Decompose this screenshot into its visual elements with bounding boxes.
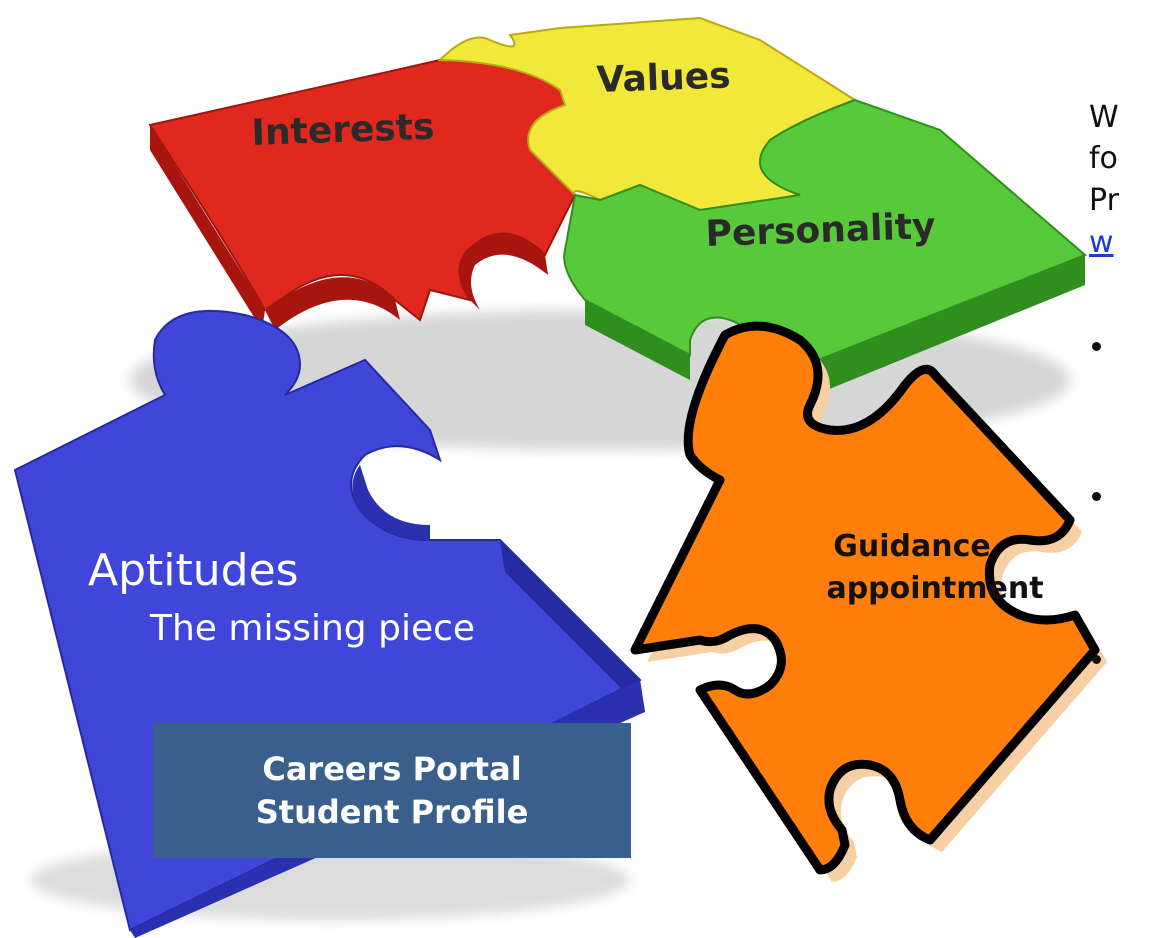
side-text-line2: fo — [1089, 141, 1118, 176]
portal-box-line2: Student Profile — [255, 792, 529, 831]
careers-portal-box: Careers Portal Student Profile — [153, 723, 631, 858]
guidance-piece — [630, 321, 1107, 883]
guidance-label-line1: Guidance — [833, 529, 990, 564]
interests-piece — [148, 58, 577, 330]
bullet-2 — [1092, 492, 1101, 501]
values-label: Values — [596, 55, 731, 101]
aptitudes-label: Aptitudes — [88, 545, 299, 596]
missing-piece-label: The missing piece — [149, 608, 475, 649]
bullet-3 — [1092, 655, 1101, 664]
side-text-link[interactable]: w — [1089, 225, 1114, 260]
guidance-label-line2: appointment — [826, 571, 1043, 606]
interests-label: Interests — [251, 107, 435, 154]
side-text-line3: Pr — [1089, 183, 1119, 218]
side-text-line1: W — [1089, 100, 1119, 135]
portal-box-line1: Careers Portal — [262, 749, 522, 788]
bullet-1 — [1092, 342, 1101, 351]
personality-label: Personality — [705, 206, 936, 255]
